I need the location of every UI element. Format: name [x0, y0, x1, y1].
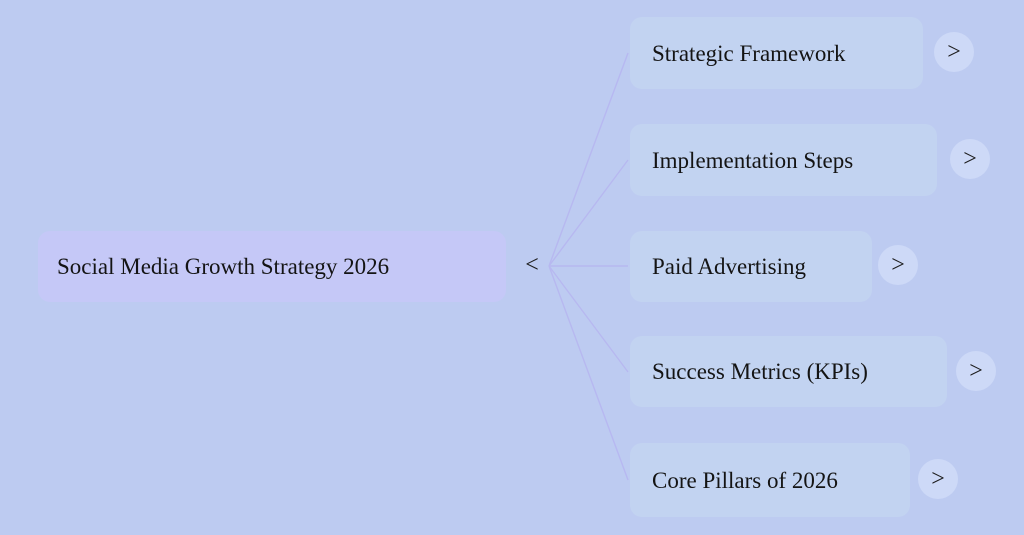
central-topic-node[interactable]: Social Media Growth Strategy 2026 — [38, 231, 506, 302]
child-topic-success-metrics[interactable]: Success Metrics (KPIs) — [630, 336, 947, 407]
child-topic-label: Implementation Steps — [652, 147, 854, 173]
child-topic-implementation-steps[interactable]: Implementation Steps — [630, 124, 937, 196]
expand-button[interactable]: > — [934, 32, 974, 72]
child-topic-core-pillars[interactable]: Core Pillars of 2026 — [630, 443, 910, 517]
expand-button[interactable]: > — [878, 245, 918, 285]
connector-line — [548, 265, 629, 481]
expand-button[interactable]: > — [956, 351, 996, 391]
connector-line — [548, 159, 629, 267]
child-topic-label: Core Pillars of 2026 — [652, 467, 838, 493]
expand-button[interactable]: > — [950, 139, 990, 179]
child-topic-label: Paid Advertising — [652, 254, 806, 279]
connector-line — [548, 52, 629, 267]
child-topic-strategic-framework[interactable]: Strategic Framework — [630, 17, 923, 89]
child-topic-label: Strategic Framework — [652, 40, 846, 66]
connector-line — [548, 265, 629, 373]
central-topic-label: Social Media Growth Strategy 2026 — [57, 254, 390, 279]
child-topic-paid-advertising[interactable]: Paid Advertising — [630, 231, 872, 302]
expand-button[interactable]: > — [918, 459, 958, 499]
collapse-button[interactable]: < — [525, 251, 539, 278]
child-topic-label: Success Metrics (KPIs) — [652, 359, 868, 384]
